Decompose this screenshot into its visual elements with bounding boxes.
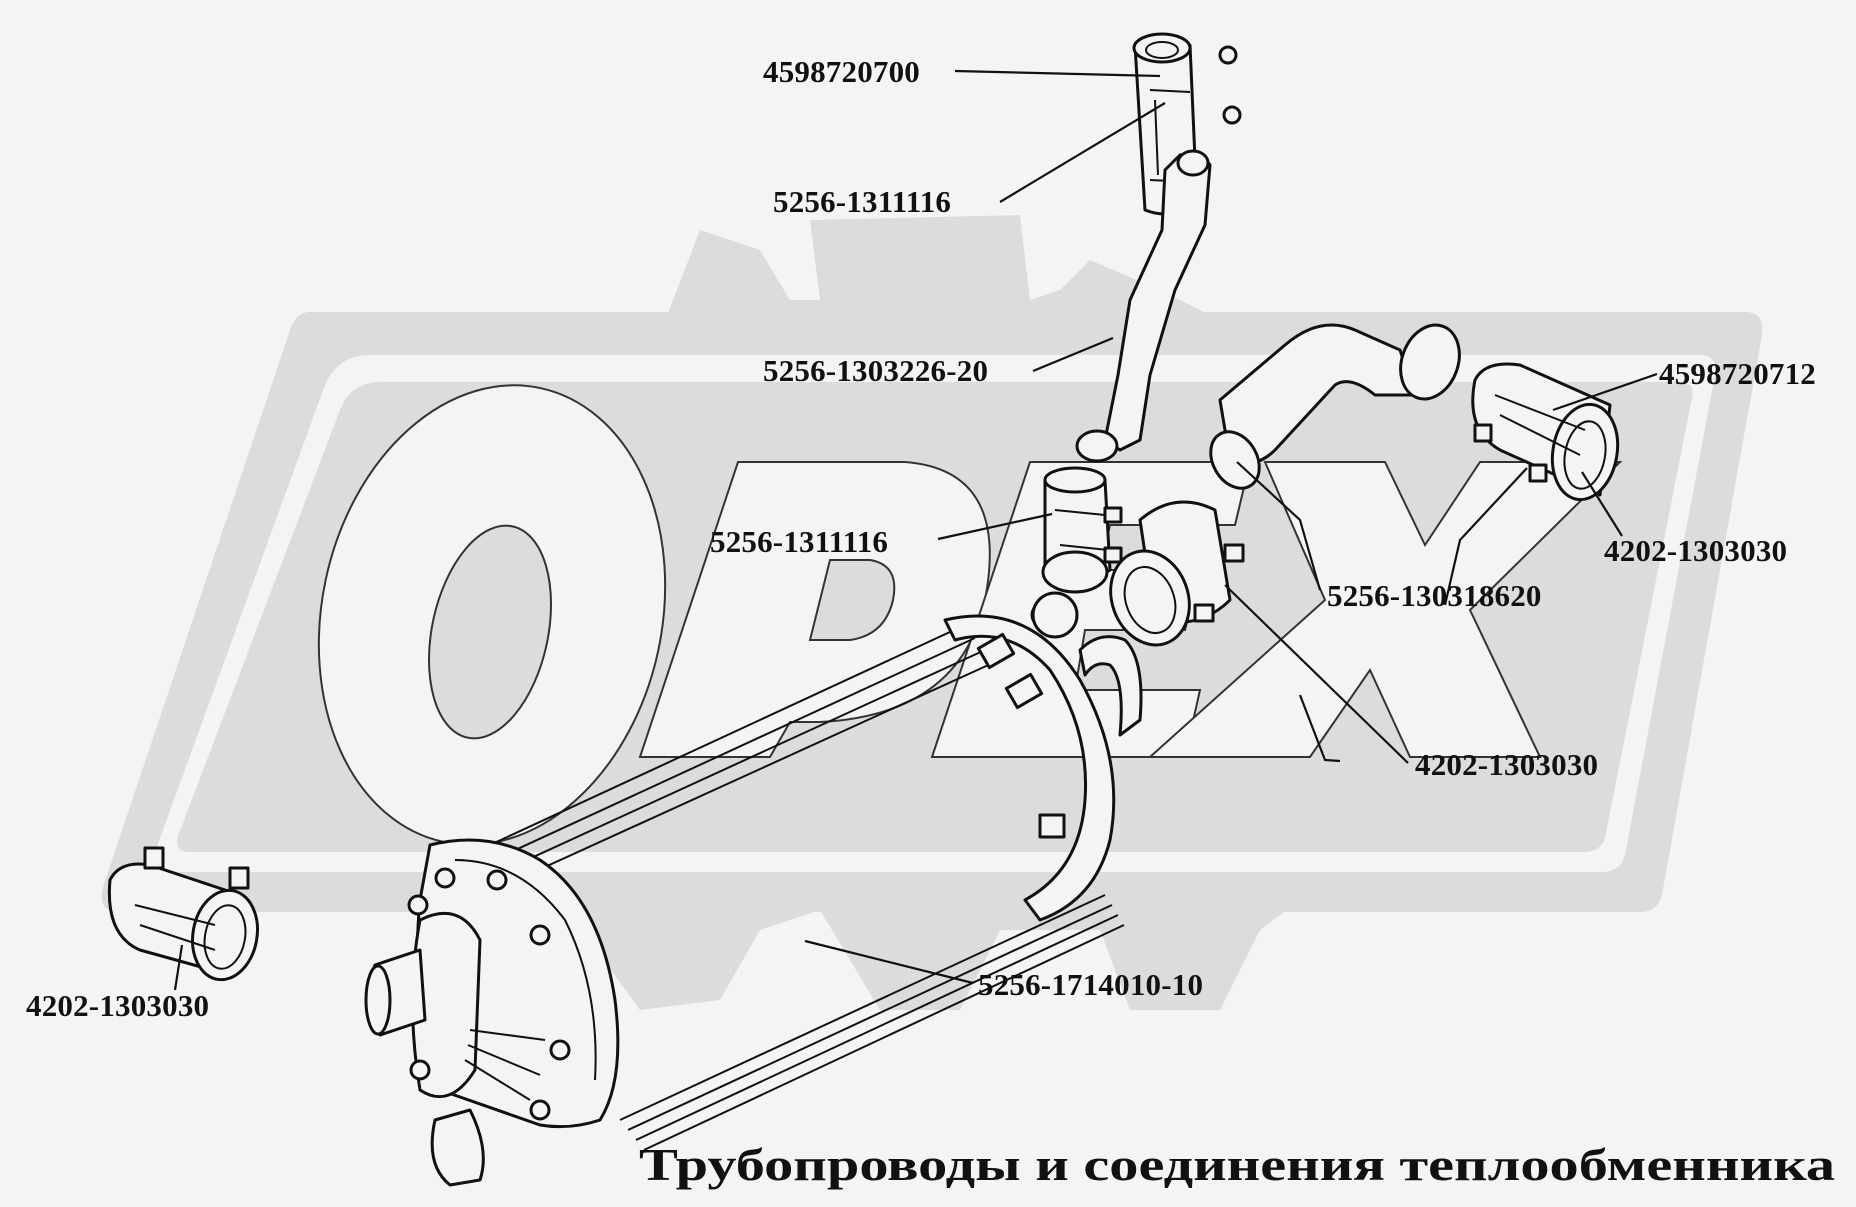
- leader-5256-130318620-b: [1443, 467, 1528, 606]
- callout-5256-1303226-20: 5256-1303226-20: [763, 353, 988, 388]
- callout-5256-130318620: 5256-130318620: [1327, 578, 1542, 613]
- callout-4202-1303030-left: 4202-1303030: [26, 988, 209, 1023]
- leader-5256-1303226-20: [1032, 336, 1114, 373]
- leader-4202-1303030-center: [1224, 584, 1409, 764]
- leader-4202-1303030-right: [1581, 471, 1623, 537]
- leader-lines: [173, 69, 1658, 991]
- leader-5256-1311116-top: [999, 102, 1166, 203]
- leader-5256-1714010-10: [804, 939, 974, 985]
- leader-4202-1303030-center-b: [1298, 694, 1341, 763]
- clamp-right-drawing: [1471, 362, 1620, 502]
- watermark-gear-teeth-bottom: [560, 900, 1300, 1010]
- watermark-letter-x: [1147, 461, 1623, 758]
- hose-top-drawing: [1031, 32, 1242, 639]
- callout-5256-1714010-10: 5256-1714010-10: [978, 967, 1203, 1002]
- callout-4598720712: 4598720712: [1659, 356, 1816, 391]
- watermark-logo: [101, 215, 1763, 1010]
- leader-5256-1311116-mid: [937, 512, 1053, 541]
- leader-4202-1303030-left: [173, 944, 184, 991]
- callout-5256-1311116-top: 5256-1311116: [773, 184, 951, 219]
- leader-4598720700: [954, 69, 1161, 78]
- leader-5256-130318620: [1236, 461, 1322, 591]
- callout-4598720700: 4598720700: [763, 54, 920, 89]
- leader-4598720712: [1552, 372, 1658, 412]
- clamp-left-drawing: [107, 846, 259, 982]
- watermark-letter-p: [638, 461, 991, 758]
- diagram-title: Трубопроводы и соединения теплообменника: [639, 1139, 1835, 1190]
- watermark-letter-o: [317, 384, 667, 846]
- callout-labels: 4598720700 5256-1311116 5256-1303226-20 …: [26, 54, 1816, 1023]
- callout-4202-1303030-right: 4202-1303030: [1604, 533, 1787, 568]
- elbow-pipe-drawing: [1109, 323, 1461, 647]
- callout-4202-1303030-center: 4202-1303030: [1415, 747, 1598, 782]
- callout-5256-1311116-mid: 5256-1311116: [710, 524, 888, 559]
